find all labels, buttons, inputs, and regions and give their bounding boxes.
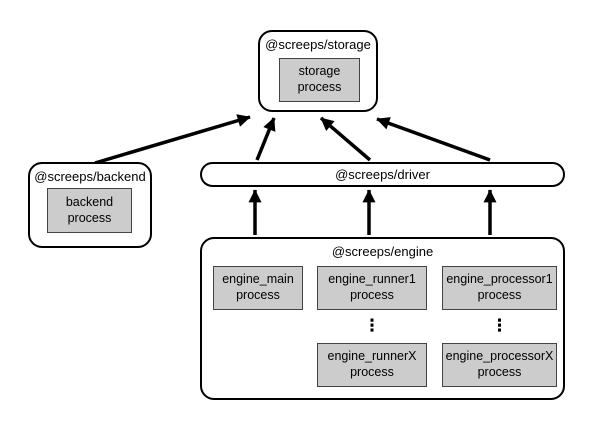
arrow-driver-to-storage-middle — [319, 116, 372, 162]
process-box-engine-runner1: engine_runner1 process — [317, 266, 427, 310]
process-box-engine-processor1: engine_processor1 process — [442, 266, 557, 310]
arrow-driver-to-storage-left — [255, 117, 276, 161]
process-box-backend: backend process — [47, 188, 132, 233]
process-box-storage: storage process — [279, 58, 360, 102]
process-box-engine-runnerX: engine_runnerX process — [317, 343, 427, 387]
process-box-engine-processorX: engine_processorX process — [442, 343, 557, 387]
arrow-backend-to-storage — [94, 114, 251, 165]
node-backend-label: @screeps/backend — [34, 169, 146, 184]
node-driver: @screeps/driver — [200, 162, 565, 187]
node-engine-label: @screeps/engine — [331, 244, 434, 259]
node-storage-label: @screeps/storage — [265, 37, 371, 52]
node-engine: @screeps/engine engine_main process engi… — [200, 237, 565, 400]
process-box-engine-main: engine_main process — [213, 266, 303, 310]
node-driver-label: @screeps/driver — [335, 167, 430, 182]
vertical-ellipsis-processor: ⋮ — [491, 316, 508, 335]
vertical-ellipsis-runner: ⋮ — [363, 316, 381, 335]
node-storage: @screeps/storage storage process — [258, 30, 378, 112]
node-backend: @screeps/backend backend process — [28, 162, 152, 248]
arrow-driver-to-storage-right — [376, 117, 491, 162]
